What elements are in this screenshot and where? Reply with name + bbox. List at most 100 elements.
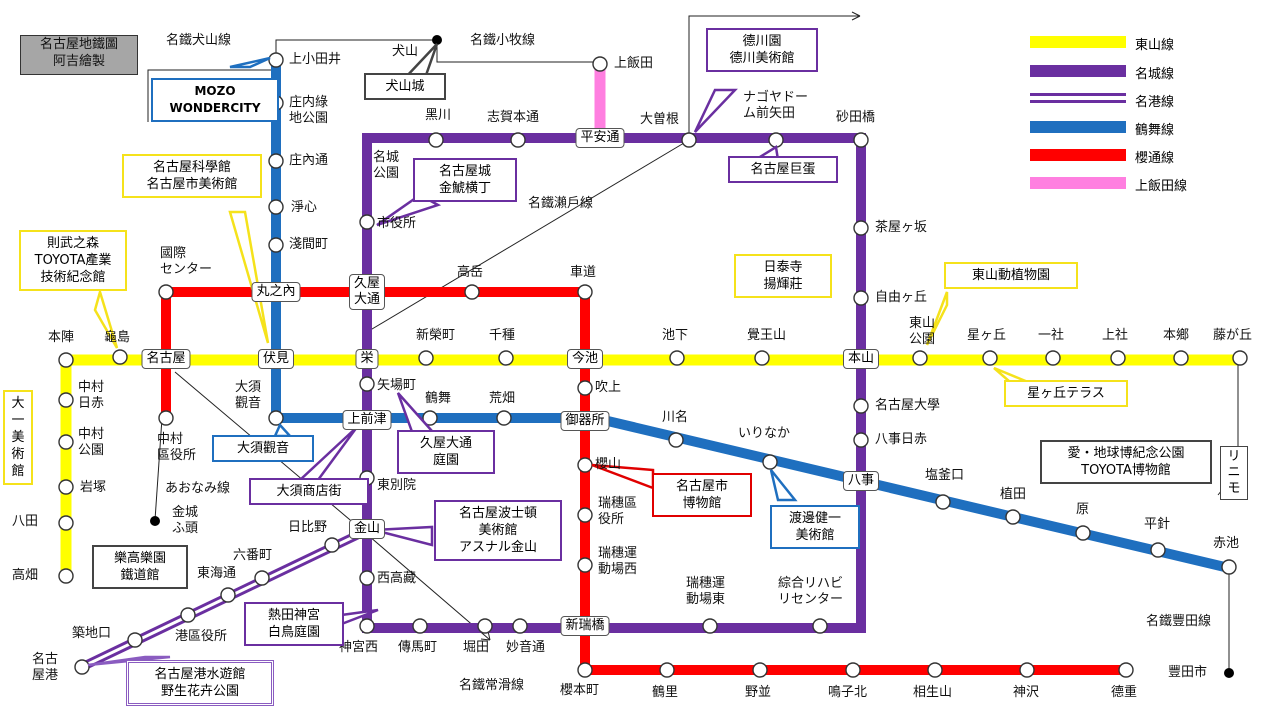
station-motoyama[interactable]: 本山 [842, 349, 880, 369]
callout-dome: 名古屋巨蛋 [728, 156, 838, 183]
station-kanayama[interactable]: 金山 [348, 519, 386, 539]
label-kamiyashiro: 上社 [1102, 328, 1129, 343]
label-shiogamaguchi: 塩釜口 [925, 468, 965, 483]
label-horita: 堀田 [463, 640, 490, 655]
label-fujigaoka: 藤が丘 [1213, 328, 1253, 343]
station-fushimi[interactable]: 伏見 [257, 349, 295, 369]
label-kurokawa: 黑川 [425, 108, 452, 123]
callout-toyota-museum: 則武之森 TOYOTA產業 技術紀念館 [19, 230, 127, 291]
legend-label-meijo: 名城線 [1135, 67, 1175, 82]
label-sakuramoto: 櫻本町 [560, 683, 600, 698]
label-meitetsu-tokoname: 名鐵常滑線 [459, 678, 525, 693]
callout-tokugawa: 德川園 德川美術館 [706, 28, 818, 72]
label-akaike: 赤池 [1213, 536, 1240, 551]
label-joshin: 淨心 [291, 200, 318, 215]
callout-castle: 名古屋城 金鯱横丁 [413, 158, 517, 202]
label-temmacho: 傳馬町 [398, 640, 438, 655]
label-iwatsuka: 岩塚 [80, 480, 107, 495]
legend-swatch-tsurumai [1030, 121, 1126, 133]
label-tokushige: 德重 [1111, 685, 1138, 700]
callout-city-museum: 名古屋市 博物館 [652, 473, 752, 517]
label-narukokita: 鳴子北 [828, 685, 868, 700]
label-hongo: 本鄉 [1163, 328, 1190, 343]
label-kamiotai: 上小田井 [289, 52, 342, 67]
label-kinjo-futo: 金城 ふ頭 [172, 505, 199, 536]
callout-zoo: 東山動植物園 [944, 262, 1078, 289]
label-tsurusato: 鶴里 [652, 685, 679, 700]
label-rokubancho: 六番町 [233, 548, 273, 563]
label-myoon-dori: 妙音通 [506, 640, 546, 655]
station-gokiso[interactable]: 御器所 [560, 411, 610, 431]
label-kamisawa: 神沢 [1013, 685, 1040, 700]
callout-pointers [87, 43, 1029, 667]
label-kakuozan: 覺王山 [747, 328, 787, 343]
label-higashiyama-koen: 東山 公園 [909, 316, 936, 347]
station-heian-dori[interactable]: 平安通 [575, 128, 625, 148]
station-sakae[interactable]: 栄 [355, 349, 379, 369]
label-tsukijiguchi: 築地口 [72, 626, 112, 641]
label-tsurumai: 鶴舞 [425, 391, 452, 406]
label-shonai-dori: 庄內通 [289, 153, 329, 168]
toyotashi-dot [1224, 668, 1234, 678]
label-kokusai-center: 國際 センター [160, 246, 213, 277]
label-aioiyama: 相生山 [913, 685, 953, 700]
label-meitetsu-seto: 名鐵瀨戶線 [528, 196, 594, 211]
label-mizuho-undojo-higashi: 瑞穗運 動場東 [686, 576, 726, 607]
legend-swatch-meiko [1030, 93, 1126, 103]
label-aonami: あおなみ線 [165, 481, 231, 496]
label-yagoto-nisseki: 八事日赤 [875, 432, 928, 447]
label-ozone: 大曽根 [640, 112, 680, 127]
callout-kakuozan: 日泰寺 揚輝莊 [734, 254, 832, 298]
label-chikusa: 千種 [489, 328, 516, 343]
meitetsu-inuyama-connector [275, 39, 437, 58]
legend-swatch-higashiyama [1030, 36, 1126, 48]
label-sengencho: 淺間町 [289, 237, 329, 252]
label-kurumamichi: 車道 [570, 265, 597, 280]
label-inuyama: 犬山 [392, 44, 419, 59]
legend-swatch-sakura [1030, 149, 1126, 161]
legend-label-meiko: 名港線 [1135, 95, 1175, 110]
station-kamimaezu[interactable]: 上前津 [342, 410, 392, 430]
station-yagoto[interactable]: 八事 [842, 471, 880, 491]
label-hibino: 日比野 [288, 520, 328, 535]
station-markers [58, 52, 1248, 678]
label-nagoyako: 名古 屋港 [32, 652, 59, 683]
label-shiga-hondori: 志賀本通 [487, 110, 540, 125]
kinjo-futo-dot [150, 516, 160, 526]
label-shinsakaemachi: 新榮町 [416, 328, 456, 343]
label-higashi-betsuin: 東別院 [377, 478, 417, 493]
label-chayagasaka: 茶屋ヶ坂 [875, 220, 928, 235]
map-title: 名古屋地鐵圖 阿吉繪製 [20, 35, 138, 75]
ozone-seto-line [688, 15, 860, 140]
station-nagoya[interactable]: 名古屋 [141, 349, 191, 369]
label-takabata: 高畑 [12, 568, 39, 583]
station-hisaya-odori[interactable]: 久屋 大通 [348, 274, 386, 310]
label-hirabari: 平針 [1144, 517, 1171, 532]
callout-hoshigaoka-terrace: 星ヶ丘テラス [1004, 380, 1128, 407]
callout-mozo: MOZO WONDERCITY [151, 78, 279, 122]
label-toyotashi: 豐田市 [1168, 665, 1208, 680]
label-minato-kuyakusho: 港區役所 [175, 629, 228, 644]
label-takaoka: 高岳 [457, 265, 484, 280]
meitetsu-seto-line [366, 139, 690, 333]
label-hoshigaoka: 星ヶ丘 [967, 328, 1007, 343]
label-irinaka: いりなか [738, 426, 791, 441]
label-sunadabashi: 砂田橋 [836, 110, 876, 125]
callout-science-museum: 名古屋科學館 名古屋市美術館 [122, 154, 262, 198]
station-imaike[interactable]: 今池 [566, 349, 604, 369]
station-shin-mizuhobashi[interactable]: 新瑞橋 [560, 616, 610, 636]
label-nagoya-dome: ナゴヤドー ム前矢田 [743, 90, 809, 121]
label-nonami: 野並 [745, 685, 772, 700]
label-sogo-riha: 綜合リハビ リセンター [778, 576, 844, 607]
label-nakamura-koen: 中村 公園 [78, 427, 105, 458]
callout-osu-kannon: 大須觀音 [212, 435, 314, 462]
legend-label-sakura: 櫻通線 [1135, 151, 1175, 166]
label-hatta: 八田 [12, 514, 39, 529]
station-marunouchi[interactable]: 丸之內 [251, 282, 301, 302]
label-nakamura-kuyakusho: 中村 區役所 [157, 432, 197, 463]
label-yabacho: 矢場町 [377, 378, 417, 393]
label-nishi-takakura: 西高藏 [377, 571, 417, 586]
callout-inuyama-castle: 犬山城 [364, 73, 446, 100]
callout-daiichi: 大 一 美 術 館 [3, 390, 33, 485]
label-sakurayama: 櫻山 [595, 457, 622, 472]
